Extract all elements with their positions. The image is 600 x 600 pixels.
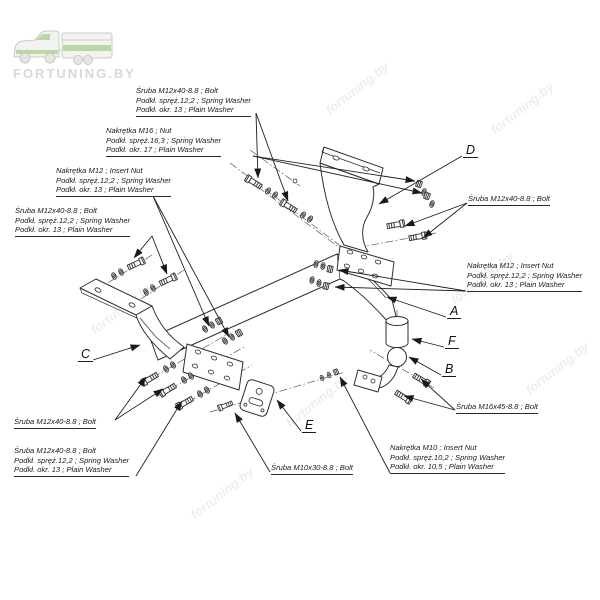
bolt-icon [278, 198, 299, 215]
washer-icon [117, 267, 125, 277]
label-line: Śruba M12x40-8.8 ; Bolt [15, 206, 97, 215]
washer-icon [180, 375, 188, 385]
bolt-icon [216, 399, 234, 412]
label-bolt-m16: Śruba M16x45-8.8 ; Bolt [456, 402, 538, 414]
label-line: Śruba M12x40-8.8 ; Bolt [136, 86, 218, 95]
part-letter-a: A [447, 304, 462, 319]
truck-logo [13, 30, 113, 65]
washer-icon [169, 360, 177, 370]
label-line: Śruba M12x40-8.8 ; Bolt [468, 194, 550, 203]
label-bolt-m10: Śruba M10x30-8.8 ; Bolt [271, 463, 353, 475]
label-line: Śruba M10x30-8.8 ; Bolt [271, 463, 353, 472]
label-nut-m12-right: Nakrętka M12 ; Insert Nut Podkł. spręż.1… [467, 261, 583, 293]
washer-icon [228, 332, 236, 342]
washer-icon [162, 364, 170, 374]
label-line: Podkł. spręż.16,3 ; Spring Washer [106, 135, 222, 145]
label-nut-m10: Nakrętka M10 ; Insert Nut Podkł. spręż.1… [390, 443, 506, 475]
label-line: Nakrętka M10 ; Insert Nut [390, 443, 477, 452]
label-line: Podkł. spręż.12,2 ; Spring Washer [15, 215, 131, 225]
label-line: Podkł. okr. 13 ; Plain Washer [136, 105, 234, 115]
label-line: Podkł. okr. 13 ; Plain Washer [15, 225, 113, 235]
washer-icon [428, 199, 436, 209]
label-line: Podkł. spręż.10,2 ; Spring Washer [390, 452, 506, 462]
part-letter-c: C [78, 347, 94, 362]
label-line: Śruba M12x40-8.8 ; Bolt [14, 446, 96, 455]
svg-text:fortuning.by: fortuning.by [488, 78, 558, 137]
bolt-icon [158, 272, 179, 288]
washer-icon [306, 214, 314, 224]
part-letter-e: E [302, 418, 317, 433]
svg-text:fortuning.by: fortuning.by [523, 338, 593, 397]
left-beam-plate [182, 343, 244, 391]
nut-icon [322, 281, 330, 291]
svg-text:fortuning.by: fortuning.by [323, 58, 393, 117]
washer-icon [318, 374, 326, 382]
label-line: Podkł. spręż.12,2 ; Spring Washer [14, 455, 130, 465]
label-nut-m12-left: Nakrętka M12 ; Insert Nut Podkł. spręż.1… [56, 166, 172, 198]
label-line: Podkł. okr. 13 ; Plain Washer [56, 185, 154, 195]
svg-text:fortuning.by: fortuning.by [188, 463, 258, 522]
label-line: Podkł. spręż.12,2 ; Spring Washer [136, 95, 252, 105]
label-bolt-m12-bottomleft-2: Śruba M12x40-8.8 ; Bolt Podkł. spręż.12,… [14, 446, 130, 478]
leader-lines [92, 112, 468, 477]
washer-icon [221, 336, 229, 346]
label-line: Podkł. spręż.12,2 ; Spring Washer [467, 270, 583, 280]
left-bracket [79, 278, 185, 360]
part-letter-d: D [463, 143, 479, 158]
label-line: Śruba M12x40-8.8 ; Bolt [14, 417, 96, 426]
washer-icon [110, 271, 118, 281]
label-bolt-m12-right: Śruba M12x40-8.8 ; Bolt [468, 194, 550, 206]
label-bolt-m12-top: Śruba M12x40-8.8 ; Bolt Podkł. spręż.12,… [136, 86, 252, 118]
nut-icon [332, 368, 340, 376]
label-nut-m16: Nakrętka M16 ; Nut Podkł. spręż.16,3 ; S… [106, 126, 222, 158]
nut-icon [234, 328, 244, 338]
label-line: Podkł. okr. 10,5 ; Plain Washer [390, 462, 494, 472]
bolt-icon [393, 388, 414, 405]
label-line: Podkł. okr. 13 ; Plain Washer [14, 465, 112, 475]
label-line: Nakrętka M12 ; Insert Nut [56, 166, 143, 175]
washer-icon [271, 190, 279, 200]
ball-cover [385, 316, 409, 348]
bolt-icon [243, 174, 264, 191]
label-bolt-m12-left: Śruba M12x40-8.8 ; Bolt Podkł. spręż.12,… [15, 206, 131, 238]
label-line: Podkł. okr. 13 ; Plain Washer [467, 280, 565, 290]
bolt-icon [126, 256, 147, 272]
label-line: Śruba M16x45-8.8 ; Bolt [456, 402, 538, 411]
right-bracket [292, 146, 395, 287]
tow-ball [353, 347, 407, 393]
label-line: Podkł. spręż.12,2 ; Spring Washer [56, 175, 172, 185]
bolt-icon [386, 219, 406, 231]
label-line: Nakrętka M16 ; Nut [106, 126, 172, 135]
washer-icon [196, 389, 204, 399]
label-bolt-m12-bottomleft-1: Śruba M12x40-8.8 ; Bolt [14, 417, 96, 429]
label-line: Nakrętka M12 ; Insert Nut [467, 261, 554, 270]
bolt-icon [139, 370, 160, 387]
nut-icon [326, 264, 334, 274]
part-letter-f: F [445, 334, 459, 349]
brand-wordmark: FORTUNING.BY [13, 66, 136, 81]
socket-plate [239, 379, 275, 417]
washer-icon [299, 210, 307, 220]
part-letter-b: B [442, 362, 457, 377]
label-line: Podkł. okr. 17 ; Plain Washer [106, 145, 204, 155]
